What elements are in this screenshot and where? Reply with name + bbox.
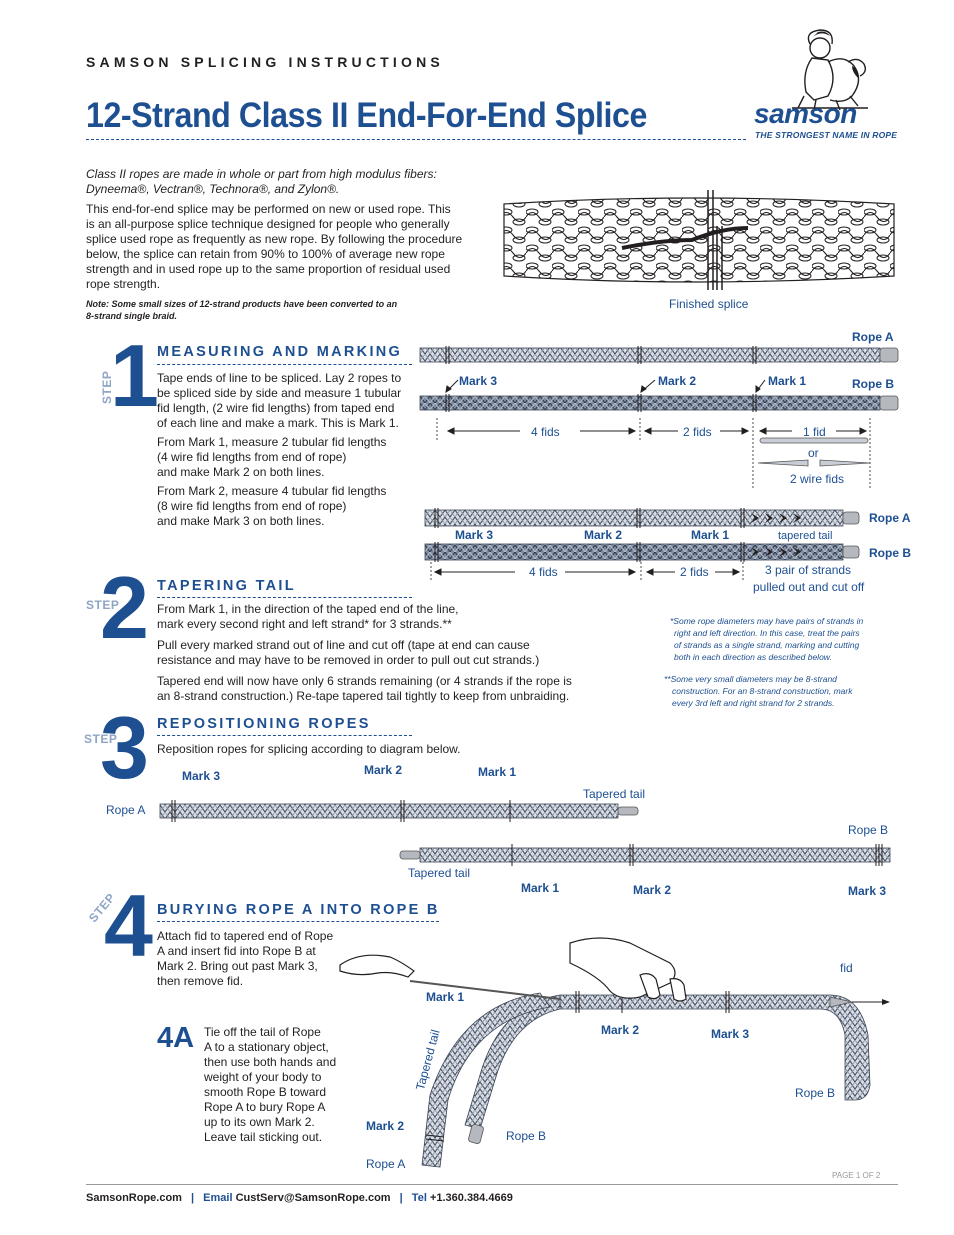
- step3-mark2-b-label: Mark 2: [633, 883, 671, 897]
- step4-rope-b-left-label: Rope B: [506, 1129, 546, 1143]
- step1-mark2-label: Mark 2: [658, 374, 696, 388]
- step-3-number: 3: [100, 704, 149, 792]
- step-4-divider: [157, 921, 439, 922]
- step2-rope-a-label: Rope A: [869, 511, 911, 525]
- step3-rope-b-label: Rope B: [848, 823, 888, 837]
- footer-divider: [86, 1184, 898, 1185]
- step4-rope-b-right-label: Rope B: [795, 1086, 835, 1100]
- step-3-divider: [157, 735, 412, 736]
- step1-1-fid-label: 1 fid: [803, 425, 826, 439]
- step1-or-label: or: [808, 446, 819, 460]
- step-4a-body: Tie off the tail of Rope A to a stationa…: [204, 1025, 336, 1145]
- step4-mark2-a-label: Mark 2: [366, 1119, 404, 1133]
- logo-tagline: THE STRONGEST NAME IN ROPE: [755, 130, 897, 140]
- step-4a-number: 4A: [157, 1022, 194, 1055]
- step1-rope-a-label: Rope A: [852, 330, 894, 344]
- page-number: PAGE 1 OF 2: [832, 1171, 880, 1180]
- step-3-heading: REPOSITIONING ROPES: [157, 716, 371, 732]
- step-1-step-word: STEP: [100, 371, 114, 404]
- step-1-heading: MEASURING AND MARKING: [157, 344, 402, 360]
- step-3-body: Reposition ropes for splicing according …: [157, 742, 461, 757]
- step3-tapered-tail-a-label: Tapered tail: [583, 787, 645, 801]
- step1-rope-b-label: Rope B: [852, 377, 894, 391]
- step-4-body: Attach fid to tapered end of Rope A and …: [157, 929, 333, 989]
- step-3-step-word: STEP: [84, 732, 117, 746]
- step4-rope-a-label: Rope A: [366, 1157, 405, 1171]
- page-title: 12-Strand Class II End-For-End Splice: [86, 96, 647, 136]
- step3-mark3-label: Mark 3: [182, 769, 220, 783]
- step-1-measuring-diagram: [420, 340, 900, 490]
- intro-note: Note: Some small sizes of 12-strand prod…: [86, 298, 397, 322]
- footer-email-link[interactable]: CustServ@SamsonRope.com: [236, 1192, 391, 1204]
- footer-contact: SamsonRope.com | Email CustServ@SamsonRo…: [86, 1192, 513, 1204]
- step-3-repositioning-diagram: [160, 798, 900, 878]
- step3-mark1-b-label: Mark 1: [521, 881, 559, 895]
- step-1-body: Tape ends of line to be spliced. Lay 2 r…: [157, 371, 401, 529]
- step1-2-wire-fids-label: 2 wire fids: [790, 472, 844, 486]
- title-divider: [86, 139, 746, 140]
- step-2-step-word: STEP: [86, 598, 119, 612]
- step1-4-fids-label: 4 fids: [531, 425, 560, 439]
- class-ii-intro: Class II ropes are made in whole or part…: [86, 167, 437, 197]
- class-line-2: Dyneema®, Vectran®, Technora®, and Zylon…: [86, 182, 437, 197]
- step2-4-fids-label: 4 fids: [529, 565, 558, 579]
- step3-tapered-tail-b-label: Tapered tail: [408, 866, 470, 880]
- step4-fid-label: fid: [840, 961, 853, 975]
- step2-mark1-label: Mark 1: [691, 528, 729, 542]
- step3-mark1-label: Mark 1: [478, 765, 516, 779]
- step3-rope-a-label: Rope A: [106, 803, 145, 817]
- step2-pulled-out-label: pulled out and cut off: [753, 580, 864, 594]
- step2-three-pair-label: 3 pair of strands: [765, 563, 851, 577]
- step2-rope-b-label: Rope B: [869, 546, 911, 560]
- footer-phone-link[interactable]: +1.360.384.4669: [430, 1192, 513, 1204]
- step3-mark3-b-label: Mark 3: [848, 884, 886, 898]
- step2-mark3-label: Mark 3: [455, 528, 493, 542]
- finished-splice-illustration: [500, 190, 900, 290]
- intro-paragraph: This end-for-end splice may be performed…: [86, 202, 486, 292]
- finished-splice-caption: Finished splice: [669, 297, 748, 311]
- step-1-number: 1: [110, 332, 159, 420]
- step-2-divider: [157, 597, 412, 598]
- step2-mark2-label: Mark 2: [584, 528, 622, 542]
- step4-mark2-label: Mark 2: [601, 1023, 639, 1037]
- step2-tapered-tail-label: tapered tail: [778, 530, 832, 542]
- footnote-8-strand: **Some very small diameters may be 8-str…: [664, 673, 852, 709]
- step4-mark3-label: Mark 3: [711, 1027, 749, 1041]
- step-4-heading: BURYING ROPE A INTO ROPE B: [157, 902, 440, 918]
- step-2-body: From Mark 1, in the direction of the tap…: [157, 602, 572, 704]
- step3-mark2-label: Mark 2: [364, 763, 402, 777]
- step1-mark1-label: Mark 1: [768, 374, 806, 388]
- document-header-label: SAMSON SPLICING INSTRUCTIONS: [86, 54, 444, 70]
- step-2-tapering-diagram: [425, 510, 865, 590]
- step2-2-fids-label: 2 fids: [680, 565, 709, 579]
- step-1-divider: [157, 364, 412, 365]
- step-2-heading: TAPERING TAIL: [157, 578, 296, 594]
- class-line-1: Class II ropes are made in whole or part…: [86, 167, 437, 182]
- step1-mark3-label: Mark 3: [459, 374, 497, 388]
- footnote-strand-pairs: *Some rope diameters may have pairs of s…: [670, 615, 863, 663]
- step1-2-fids-label: 2 fids: [683, 425, 712, 439]
- footer-website-link[interactable]: SamsonRope.com: [86, 1192, 182, 1204]
- step4-mark1-label: Mark 1: [426, 990, 464, 1004]
- samson-logo-wordmark: samson: [754, 98, 857, 130]
